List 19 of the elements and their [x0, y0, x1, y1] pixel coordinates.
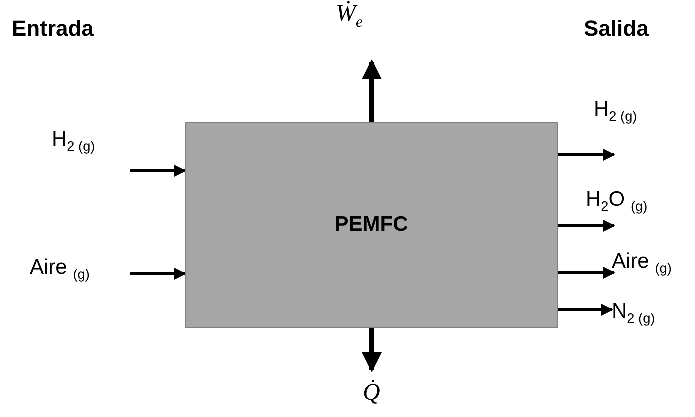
stream-label: H$_{2}$O $_{(g)}$: [586, 188, 648, 214]
symbol-label: Q̇: [363, 380, 380, 406]
arrow: [558, 267, 616, 279]
arrow: [558, 149, 616, 161]
stream-label: N$_{2 (g)}$: [612, 300, 656, 326]
stream-label: H$_{2 (g)}$: [52, 128, 96, 154]
stream-label: Aire $_{(g)}$: [612, 250, 672, 276]
arrow: [362, 328, 382, 372]
stream-label: Aire $_{(g)}$: [30, 256, 90, 282]
process-box: PEMFC: [185, 122, 558, 328]
arrow: [130, 268, 186, 280]
stream-label: H$_{2 (g)}$: [594, 98, 638, 124]
symbol-label: Ẇ$_{e}$: [336, 1, 363, 31]
arrow: [362, 60, 382, 122]
arrow: [130, 165, 186, 177]
arrow: [558, 220, 616, 232]
section-heading: Salida: [584, 16, 649, 42]
arrow: [558, 304, 614, 316]
section-heading: Entrada: [12, 16, 94, 42]
